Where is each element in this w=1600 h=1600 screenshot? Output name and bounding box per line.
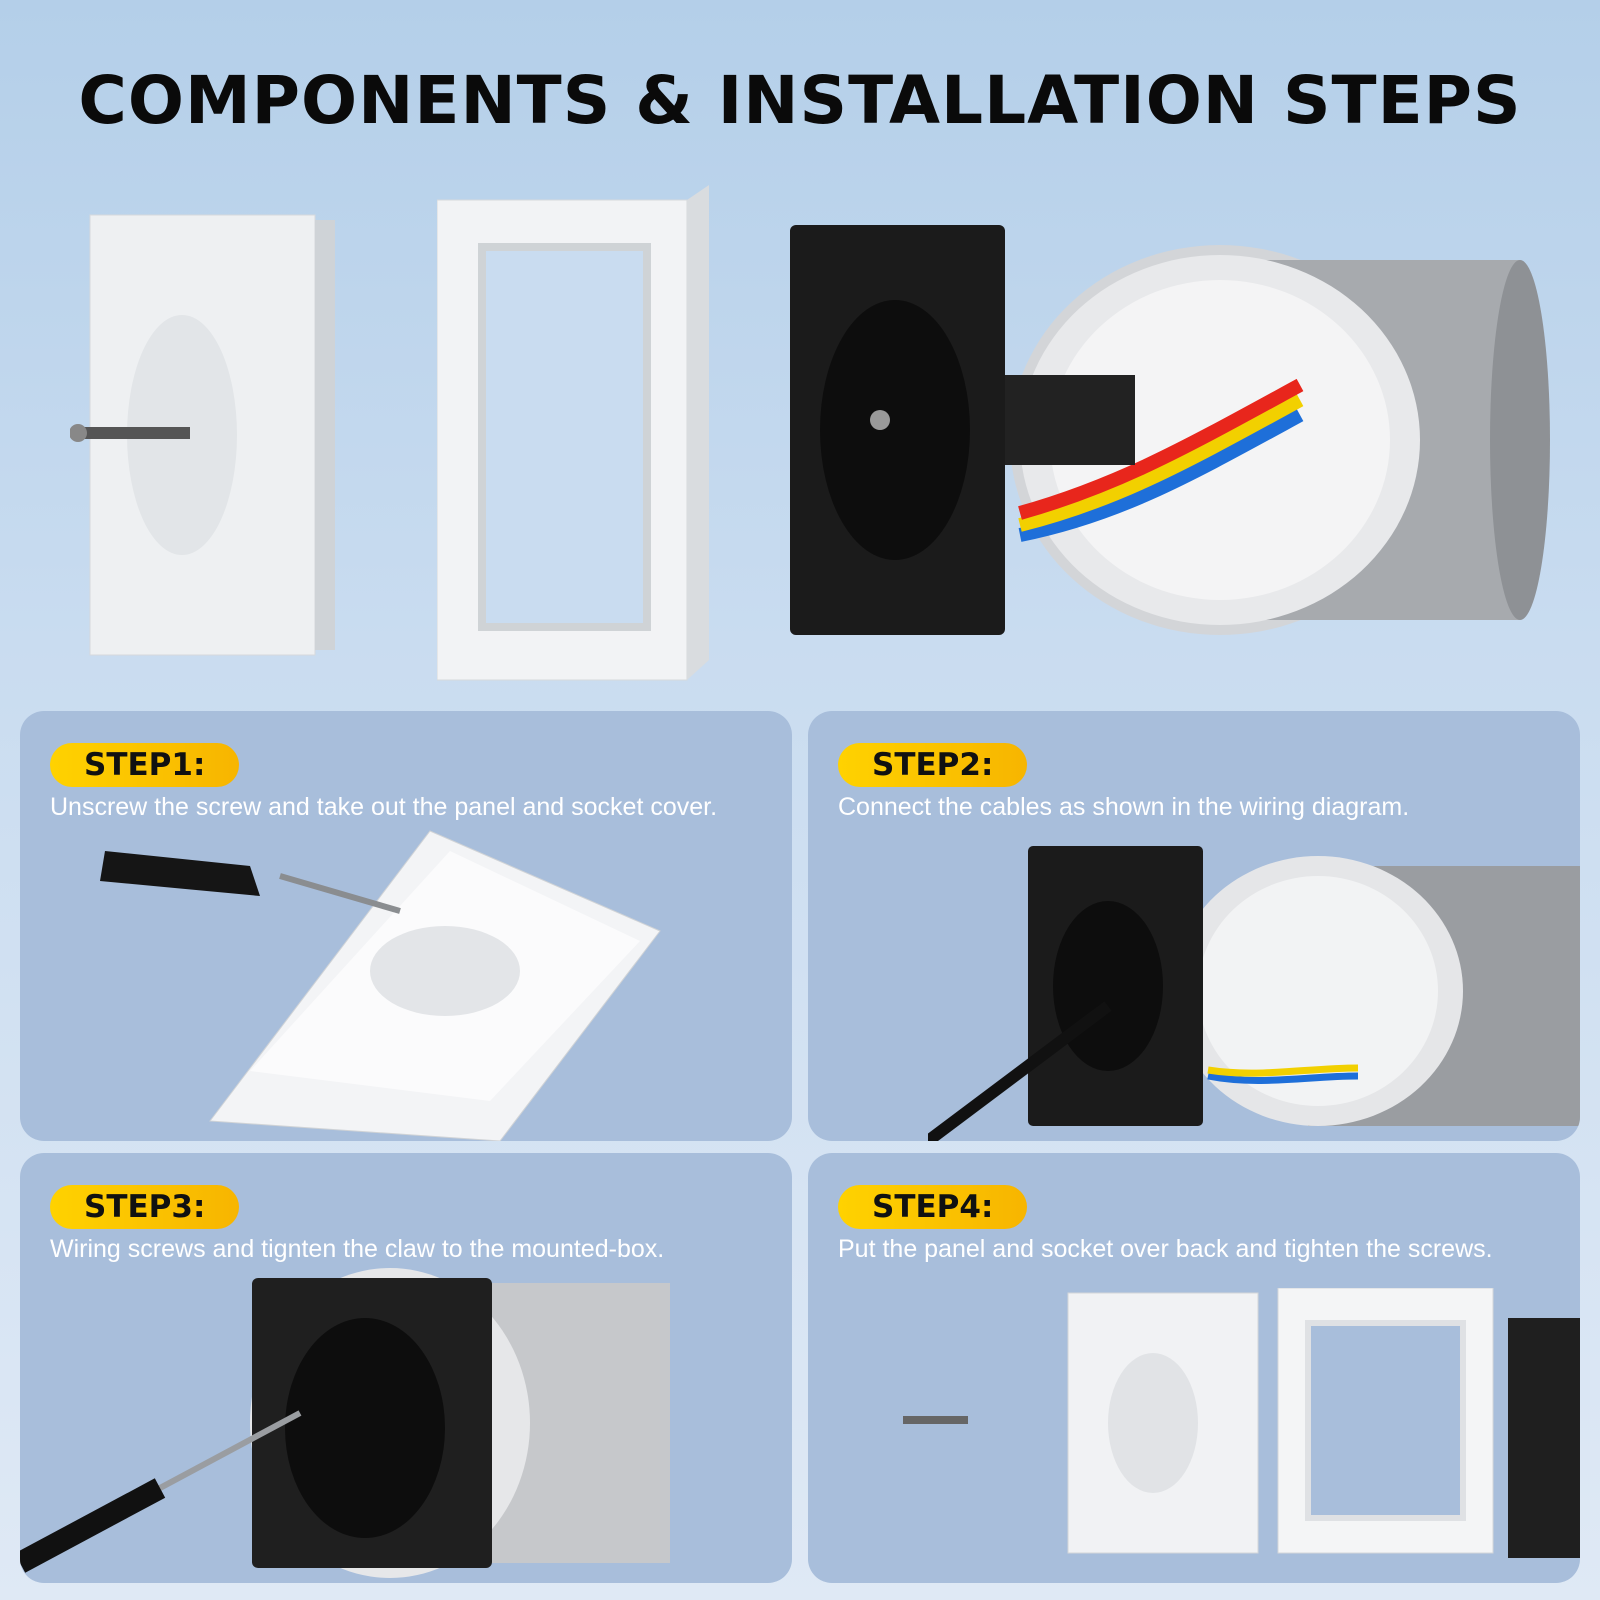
step4-badge: STEP4:	[838, 1185, 1028, 1229]
step1-badge: STEP1:	[50, 743, 240, 787]
screwdriver-icon	[279, 873, 401, 914]
step3-illustration	[20, 1268, 670, 1578]
step2-illustration	[928, 846, 1580, 1141]
step4-illustration	[903, 1288, 1580, 1558]
step1-description: Unscrew the screw and take out the panel…	[50, 793, 718, 821]
screw-icon	[75, 427, 190, 439]
socket-mechanism-box-illustration	[790, 225, 1550, 635]
socket-cover-illustration	[70, 214, 335, 656]
page-title: COMPONENTS & INSTALLATION STEPS	[78, 62, 1522, 139]
step3-panel: STEP3: Wiring screws and tignten the cla…	[20, 1153, 792, 1583]
step2-description: Connect the cables as shown in the wirin…	[838, 793, 1410, 821]
screw-icon	[903, 1416, 968, 1424]
step4-panel: STEP4: Put the panel and socket over bac…	[808, 1153, 1580, 1583]
step4-description: Put the panel and socket over back and t…	[838, 1235, 1493, 1263]
step3-description: Wiring screws and tignten the claw to th…	[50, 1235, 665, 1263]
step2-badge: STEP2:	[838, 743, 1028, 787]
step3-badge: STEP3:	[50, 1185, 240, 1229]
step2-panel: STEP2: Connect the cables as shown in th…	[808, 711, 1580, 1141]
step1-illustration	[100, 830, 661, 1141]
step1-panel: STEP1: Unscrew the screw and take out th…	[20, 711, 792, 1141]
frame-illustration	[437, 185, 709, 681]
